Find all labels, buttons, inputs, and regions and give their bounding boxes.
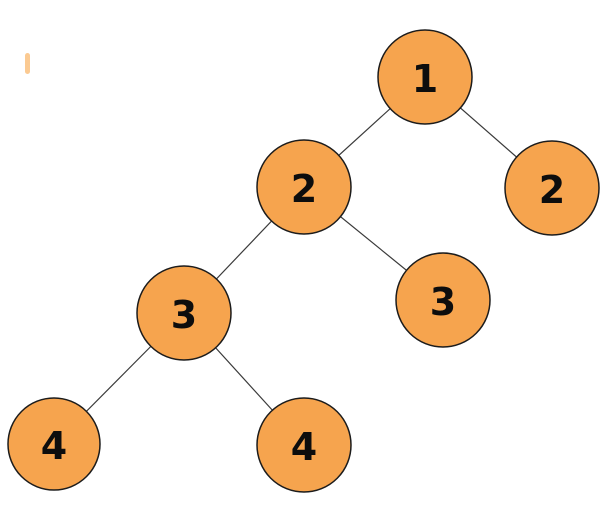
tree-node-n4-left: 4: [7, 397, 101, 491]
tree-node-n3-right: 3: [395, 252, 491, 348]
tree-node-n1: 1: [377, 29, 473, 125]
node-circle-n3-left: [136, 265, 232, 361]
node-circle-n4-right: [256, 397, 352, 493]
tree-node-n4-right: 4: [256, 397, 352, 493]
node-circle-n2-left: [256, 139, 352, 235]
node-circle-n3-right: [395, 252, 491, 348]
text-cursor-marker: [25, 53, 30, 74]
node-circle-n4-left: [7, 397, 101, 491]
node-circle-n1: [377, 29, 473, 125]
tree-node-n2-right: 2: [504, 140, 600, 236]
node-circle-n2-right: [504, 140, 600, 236]
tree-node-n2-left: 2: [256, 139, 352, 235]
tree-node-n3-left: 3: [136, 265, 232, 361]
